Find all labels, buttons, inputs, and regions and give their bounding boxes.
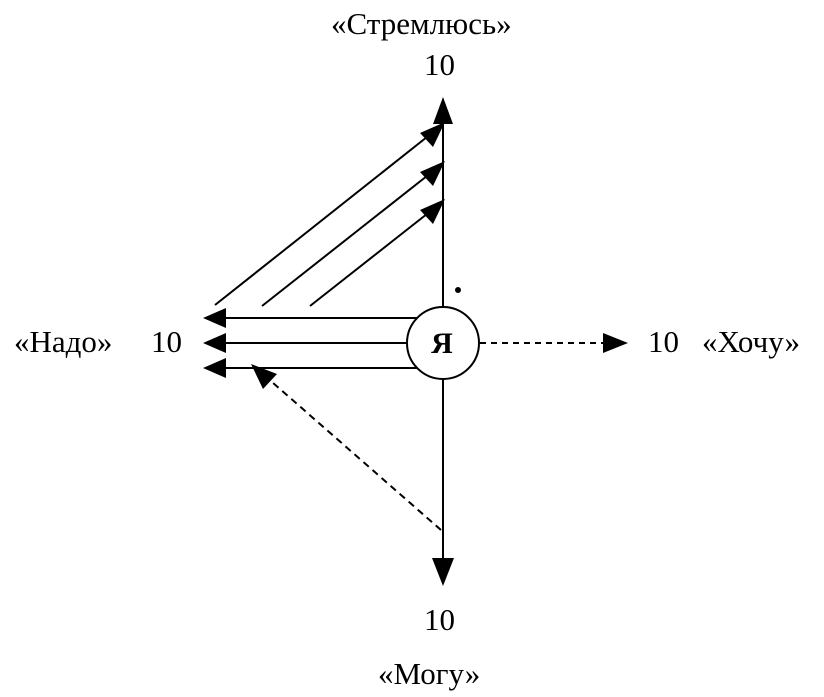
speck-dot — [455, 287, 461, 293]
bottom-axis-value: 10 — [424, 602, 455, 637]
top-axis-label: «Стремлюсь» — [331, 6, 512, 41]
center-node-label: Я — [431, 327, 453, 360]
bottom-axis-label: «Могу» — [378, 656, 481, 691]
arrow-diagonal-line-1 — [214, 132, 433, 306]
arrowhead-left-1 — [203, 308, 226, 328]
center-node — [406, 306, 480, 380]
left-axis-label: «Надо» — [14, 324, 113, 359]
arrowhead-left-2 — [203, 333, 226, 353]
arrow-dashed-diagonal-line — [263, 374, 442, 531]
top-axis-value: 10 — [424, 47, 455, 82]
right-axis-label: «Хочу» — [702, 324, 800, 359]
right-axis-value: 10 — [648, 324, 679, 359]
arrowhead-diagonal-2 — [420, 161, 445, 186]
arrowhead-down — [432, 558, 454, 586]
arrowhead-right — [603, 333, 628, 353]
arrow-diagonal-line-2 — [261, 171, 433, 307]
arrow-diagonal-line-3 — [309, 209, 433, 307]
left-axis-value: 10 — [151, 324, 182, 359]
arrowhead-diagonal-1 — [420, 122, 445, 147]
arrowhead-dashed-diagonal — [251, 364, 277, 389]
arrowhead-diagonal-3 — [420, 199, 445, 224]
arrowhead-left-3 — [203, 358, 226, 378]
arrowhead-up — [433, 97, 453, 124]
